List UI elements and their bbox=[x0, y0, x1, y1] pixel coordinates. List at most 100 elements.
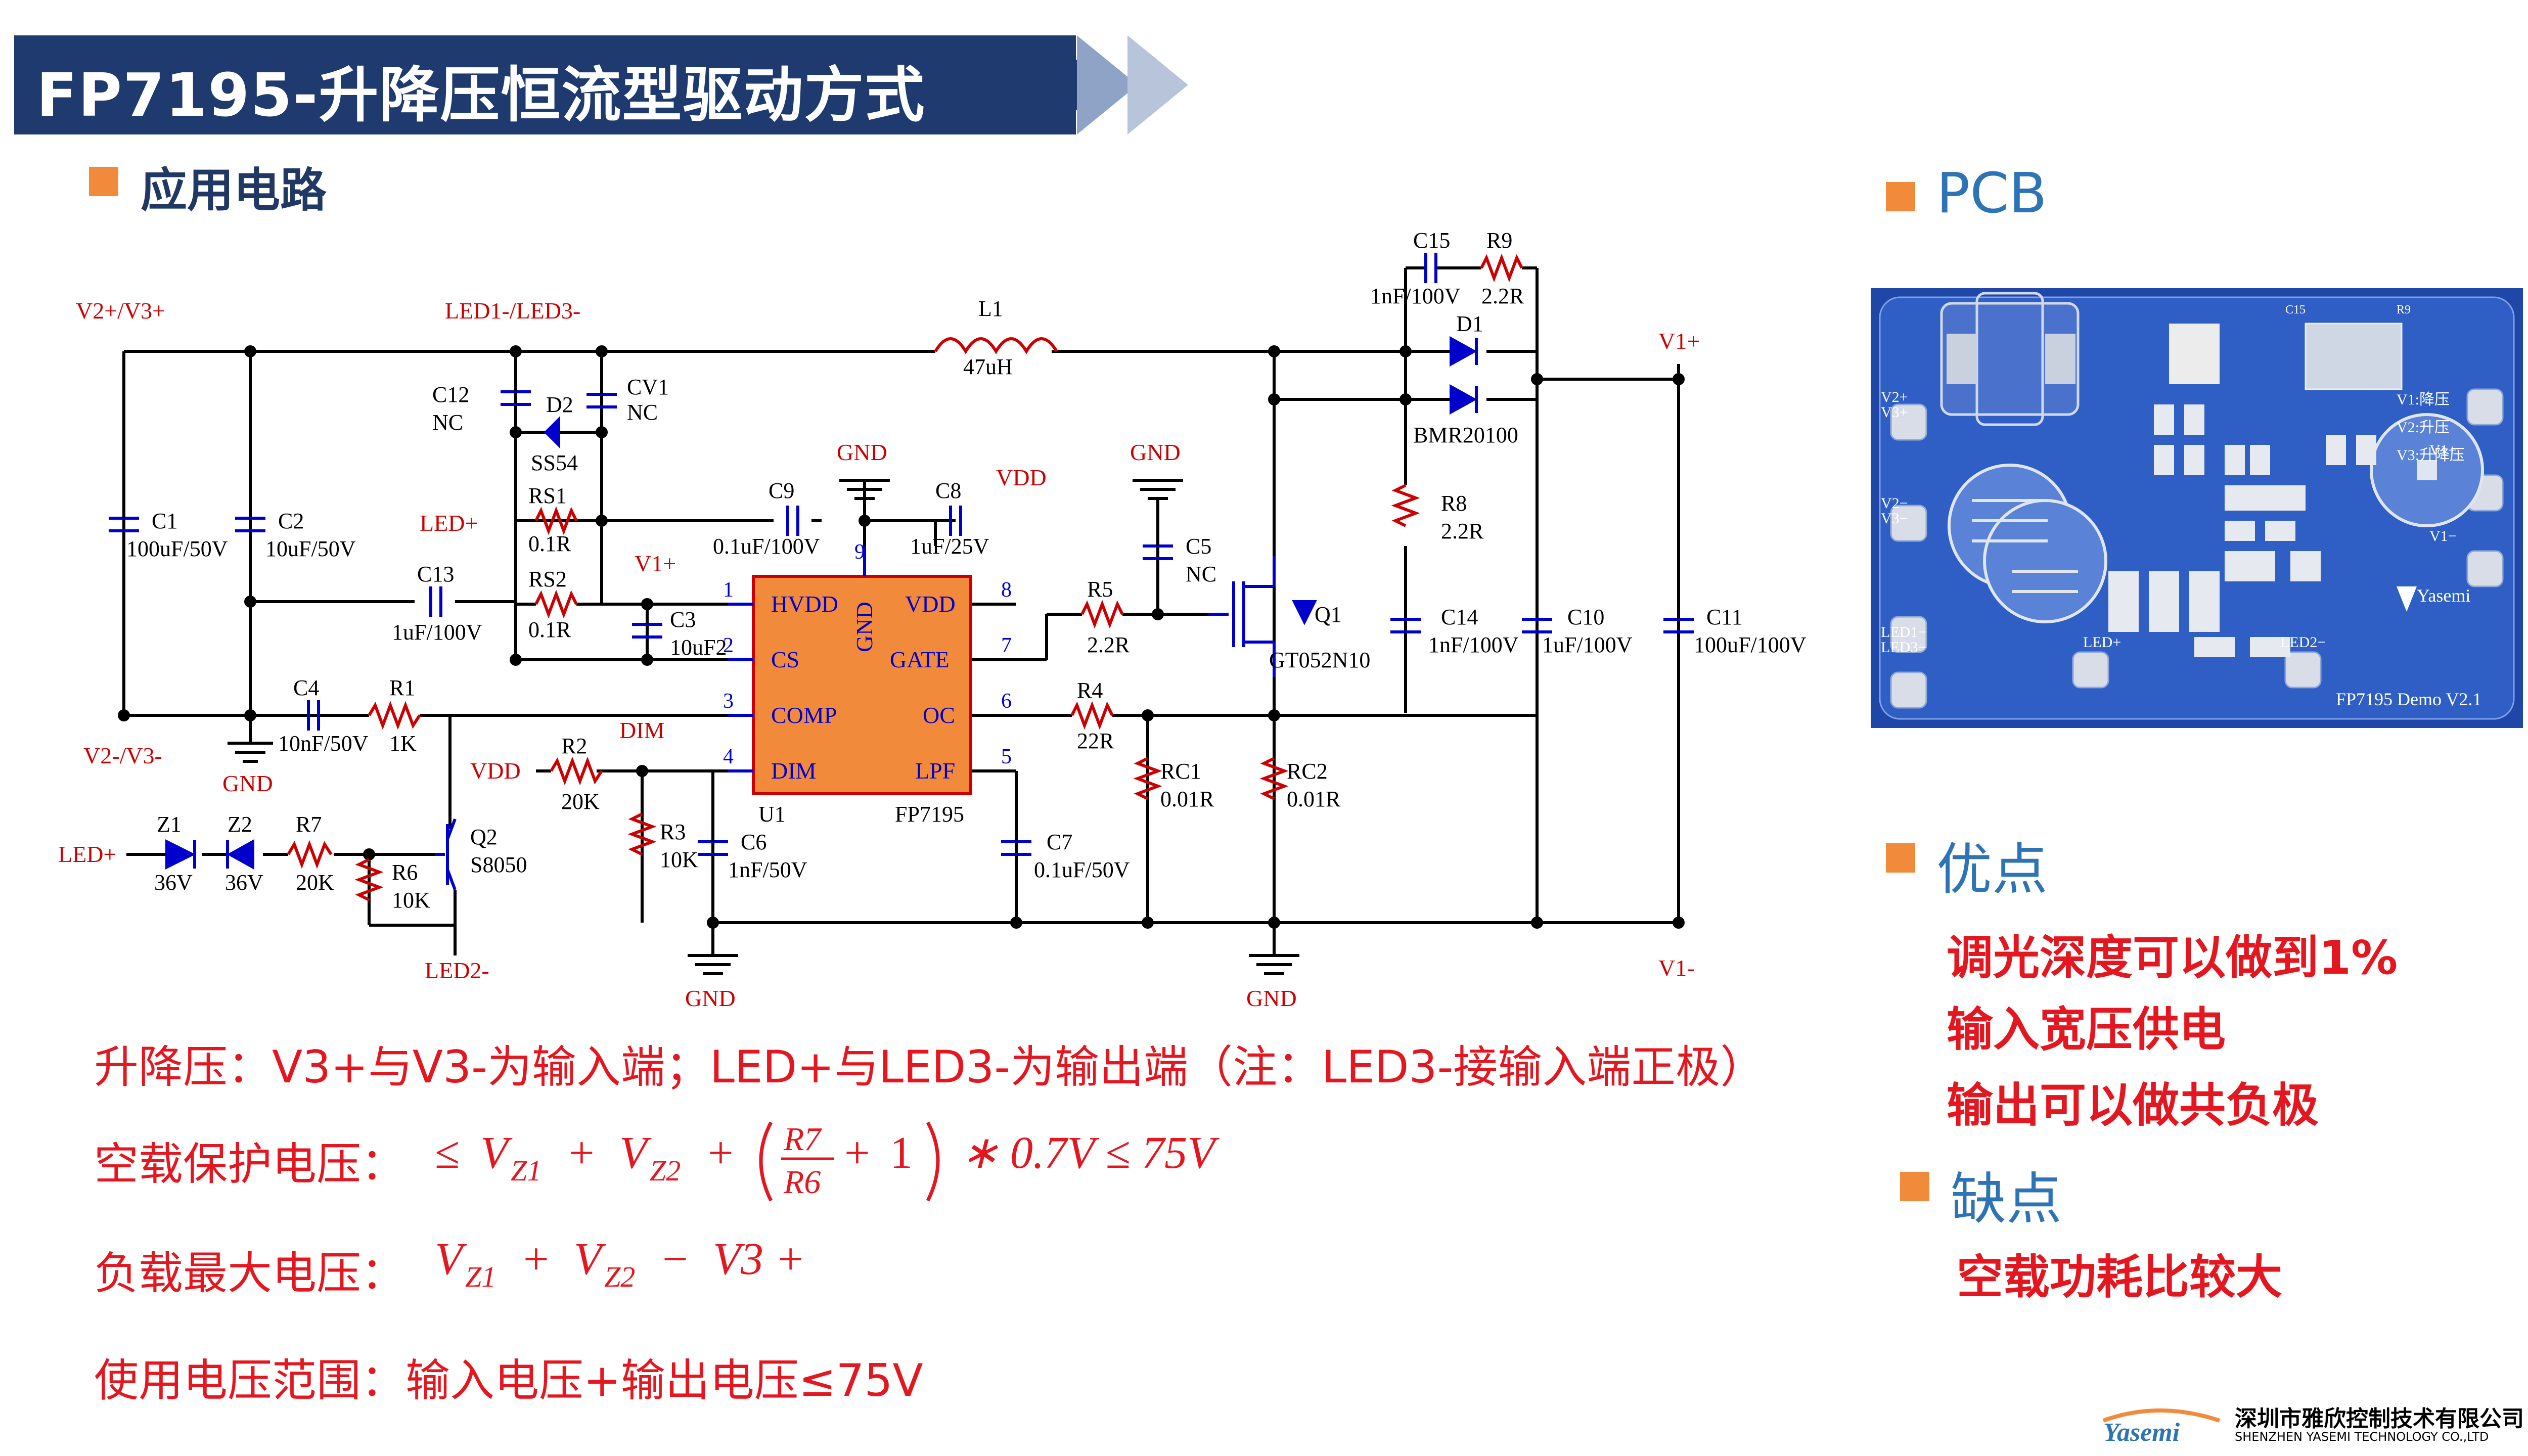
pin-lpf: LPF bbox=[915, 758, 955, 784]
svg-text:0.1R: 0.1R bbox=[528, 617, 571, 642]
svg-text:NC: NC bbox=[1186, 562, 1216, 586]
transistor-q2 bbox=[435, 818, 457, 891]
svg-text:36V: 36V bbox=[154, 870, 193, 895]
svg-text:0.1R: 0.1R bbox=[528, 531, 571, 556]
note-line-1: 升降压：V3+与V3-为输入端；LED+与LED3-为输出端（注：LED3-接输… bbox=[94, 1041, 1765, 1093]
svg-text:10nF/50V: 10nF/50V bbox=[278, 731, 369, 756]
net-gnd: GND bbox=[222, 770, 273, 796]
svg-text:V3+: V3+ bbox=[1881, 404, 1908, 421]
pin-cs: CS bbox=[771, 647, 799, 672]
svg-text:10K: 10K bbox=[392, 888, 430, 913]
svg-text:C14: C14 bbox=[1441, 605, 1478, 629]
pin-oc: OC bbox=[923, 702, 955, 728]
svg-text:RS1: RS1 bbox=[528, 483, 567, 508]
svg-text:L1: L1 bbox=[978, 296, 1003, 321]
formula-r7: R7 bbox=[783, 1121, 822, 1158]
formula-minus: − bbox=[662, 1234, 688, 1284]
svg-text:3: 3 bbox=[723, 690, 734, 713]
svg-text:R3: R3 bbox=[660, 820, 686, 844]
pcb-label: V2+ bbox=[1881, 389, 1908, 405]
formula-one: 1 bbox=[890, 1128, 913, 1178]
svg-text:C2: C2 bbox=[278, 509, 304, 533]
svg-text:36V: 36V bbox=[225, 870, 263, 895]
section-pcb: PCB bbox=[1936, 161, 2047, 225]
pin-gate: GATE bbox=[890, 647, 950, 672]
section-circuit: 应用电路 bbox=[141, 163, 327, 217]
formula-v3: V3 + bbox=[713, 1234, 805, 1284]
svg-text:100uF/50V: 100uF/50V bbox=[126, 536, 228, 561]
pro-item: 输出可以做共负极 bbox=[1947, 1078, 2319, 1132]
svg-text:8: 8 bbox=[1001, 578, 1012, 602]
svg-text:BMR20100: BMR20100 bbox=[1413, 423, 1518, 447]
svg-text:C4: C4 bbox=[293, 675, 319, 700]
section-pros: 优点 bbox=[1936, 837, 2048, 902]
svg-text:D1: D1 bbox=[1456, 311, 1483, 336]
svg-text:SS54: SS54 bbox=[531, 450, 578, 475]
resistor-rs2 bbox=[534, 589, 578, 619]
formula-v: V bbox=[574, 1234, 606, 1284]
yasemi-logo-icon: Yasemi bbox=[2102, 1408, 2221, 1446]
net-gnd: GND bbox=[1130, 439, 1181, 465]
pcb-board: V2+V3+ V2−V3− LED1−LED3− LED+LED2− V1+V1… bbox=[1871, 288, 2523, 728]
svg-text:V2:升压: V2:升压 bbox=[2397, 419, 2450, 436]
svg-text:7: 7 bbox=[1001, 634, 1012, 657]
svg-text:0.01R: 0.01R bbox=[1287, 787, 1341, 811]
note-line-3: 负载最大电压： bbox=[94, 1238, 405, 1302]
resistor-rc2 bbox=[1259, 757, 1289, 800]
formula-sub: Z2 bbox=[604, 1260, 635, 1293]
net-ledp: LED+ bbox=[420, 510, 478, 536]
formula-sub: Z1 bbox=[465, 1260, 496, 1293]
svg-text:1uF/100V: 1uF/100V bbox=[392, 620, 482, 645]
chevron-icon bbox=[1127, 35, 1188, 134]
note-line-4: 使用电压范围：输入电压+输出电压≤75V bbox=[94, 1354, 923, 1406]
svg-text:5: 5 bbox=[1001, 745, 1012, 768]
svg-text:10uF/50V: 10uF/50V bbox=[265, 536, 356, 561]
formula-max-load: V Z1 + V Z2 − V3 + bbox=[435, 1234, 805, 1293]
svg-text:R4: R4 bbox=[1077, 678, 1103, 703]
svg-text:1nF/100V: 1nF/100V bbox=[1370, 284, 1461, 308]
svg-text:1: 1 bbox=[723, 578, 734, 602]
svg-text:RC1: RC1 bbox=[1160, 759, 1201, 784]
resistor-r9 bbox=[1480, 253, 1523, 283]
pro-item: 调光深度可以做到1% bbox=[1947, 931, 2398, 985]
svg-text:Q2: Q2 bbox=[470, 825, 498, 849]
resistor-rs1 bbox=[534, 506, 578, 535]
svg-text:Z2: Z2 bbox=[228, 812, 252, 837]
resistor-r6 bbox=[354, 858, 384, 901]
svg-text:47uH: 47uH bbox=[963, 354, 1013, 379]
svg-text:1uF/25V: 1uF/25V bbox=[910, 534, 989, 559]
inductor-l1 bbox=[934, 337, 1058, 354]
svg-text:RC2: RC2 bbox=[1287, 759, 1328, 784]
svg-text:R2: R2 bbox=[561, 734, 587, 758]
net-v2v3m: V2-/V3- bbox=[83, 743, 162, 768]
svg-text:0.1uF/50V: 0.1uF/50V bbox=[1034, 857, 1130, 882]
svg-text:RS2: RS2 bbox=[528, 567, 567, 592]
formula-plus: + bbox=[708, 1128, 734, 1178]
svg-text:S8050: S8050 bbox=[470, 852, 527, 877]
bullet-square-icon bbox=[1886, 843, 1915, 873]
svg-text:R7: R7 bbox=[296, 812, 322, 837]
note-label: 空载保护电压： bbox=[94, 1138, 406, 1190]
svg-text:C8: C8 bbox=[935, 478, 961, 503]
formula-v: V bbox=[435, 1234, 467, 1284]
svg-text:20K: 20K bbox=[561, 789, 600, 814]
svg-text:D2: D2 bbox=[546, 392, 573, 417]
svg-text:LED3−: LED3− bbox=[1881, 639, 1926, 656]
svg-text:2.2R: 2.2R bbox=[1481, 284, 1524, 308]
net-v1p: V1+ bbox=[1658, 328, 1700, 354]
formula-sub: Z2 bbox=[650, 1154, 681, 1187]
svg-text:LED+: LED+ bbox=[2083, 634, 2121, 651]
svg-text:2.2R: 2.2R bbox=[1441, 519, 1484, 543]
company-cn: 深圳市雅欣控制技术有限公司 bbox=[2235, 1406, 2524, 1432]
svg-text:NC: NC bbox=[627, 400, 658, 425]
svg-text:2: 2 bbox=[723, 634, 734, 657]
svg-text:0.01R: 0.01R bbox=[1160, 787, 1214, 811]
svg-text:C15: C15 bbox=[2285, 303, 2306, 316]
formula-tail: ∗ 0.7V ≤ 75V bbox=[961, 1128, 1220, 1178]
svg-text:10uF2: 10uF2 bbox=[670, 635, 727, 660]
svg-text:100uF/100V: 100uF/100V bbox=[1694, 632, 1807, 657]
resistor-r7 bbox=[287, 840, 333, 869]
svg-text:C1: C1 bbox=[152, 509, 177, 533]
svg-text:22R: 22R bbox=[1077, 729, 1114, 753]
svg-text:C12: C12 bbox=[432, 382, 469, 407]
